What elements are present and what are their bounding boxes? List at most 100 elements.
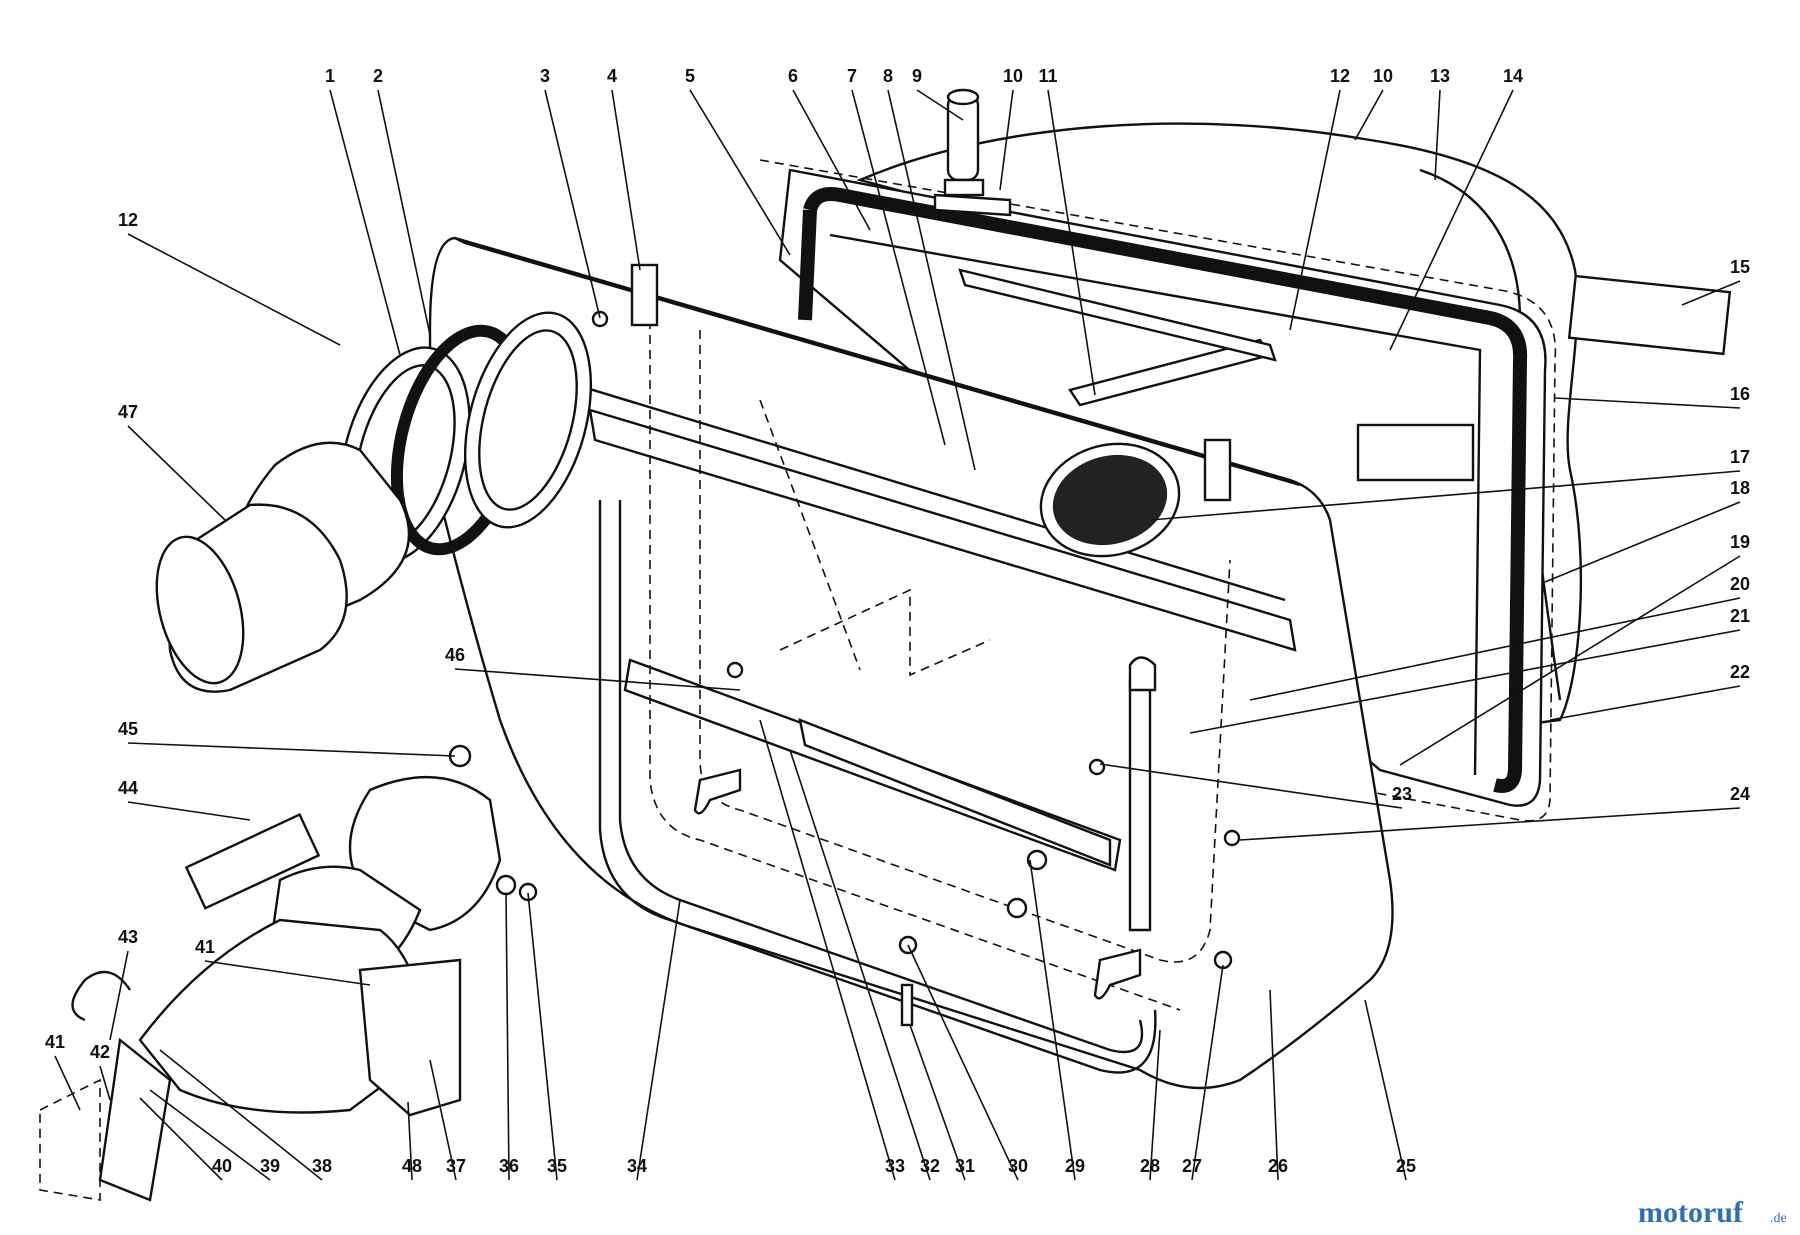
callout-33: 33 xyxy=(885,1156,905,1176)
callout-43: 43 xyxy=(118,927,138,947)
leader-line xyxy=(1681,280,1741,306)
callout-44: 44 xyxy=(118,778,138,798)
callout-3: 3 xyxy=(540,66,550,86)
callout-16: 16 xyxy=(1730,384,1750,404)
leader-line xyxy=(1249,597,1741,701)
leader-line xyxy=(1047,89,1096,396)
callout-8: 8 xyxy=(883,66,893,86)
callout-40: 40 xyxy=(212,1156,232,1176)
callout-22: 22 xyxy=(1730,662,1750,682)
leader-line xyxy=(454,668,741,691)
chute-tube-upper xyxy=(155,441,411,693)
leader-line xyxy=(139,1097,223,1181)
callout-21: 21 xyxy=(1730,606,1750,626)
callout-31: 31 xyxy=(955,1156,975,1176)
callout-39: 39 xyxy=(260,1156,280,1176)
leader-line xyxy=(1289,89,1341,331)
callout-7: 7 xyxy=(847,66,857,86)
leader-line xyxy=(1099,763,1403,809)
callout-28: 28 xyxy=(1140,1156,1160,1176)
callout-26: 26 xyxy=(1268,1156,1288,1176)
leader-line xyxy=(127,425,226,521)
leader-line xyxy=(127,742,456,757)
decal-strip xyxy=(184,812,321,910)
leader-line xyxy=(689,89,791,256)
callout-10: 10 xyxy=(1373,66,1393,86)
callout-11: 11 xyxy=(1038,66,1057,86)
decal-15 xyxy=(1567,274,1732,356)
leader-line xyxy=(1149,1029,1161,1181)
callout-18: 18 xyxy=(1730,478,1750,498)
leader-line xyxy=(1549,685,1741,721)
leader-line xyxy=(792,89,871,231)
leader-line xyxy=(149,1089,271,1181)
leader-line xyxy=(636,899,681,1181)
callout-19: 19 xyxy=(1730,532,1750,552)
callout-27: 27 xyxy=(1182,1156,1202,1176)
leader-line xyxy=(1544,501,1741,583)
leader-line xyxy=(1189,629,1741,734)
callout-38: 38 xyxy=(312,1156,332,1176)
leader-line xyxy=(1191,964,1224,1181)
callout-5: 5 xyxy=(685,66,695,86)
leader-line xyxy=(159,1049,323,1181)
leader-line xyxy=(329,89,401,356)
handle-grip xyxy=(933,88,1012,217)
callout-13: 13 xyxy=(1430,66,1450,86)
leader-line xyxy=(916,89,964,121)
callout-10: 10 xyxy=(1003,66,1023,86)
latch-bracket-left xyxy=(630,263,659,327)
leader-line xyxy=(1269,989,1279,1181)
leader-line xyxy=(429,1059,457,1181)
callout-32: 32 xyxy=(920,1156,940,1176)
callout-15: 15 xyxy=(1730,257,1750,277)
callout-35: 35 xyxy=(547,1156,567,1176)
callout-36: 36 xyxy=(499,1156,519,1176)
callout-9: 9 xyxy=(912,66,922,86)
callout-12: 12 xyxy=(118,210,138,230)
callout-6: 6 xyxy=(788,66,798,86)
leader-line xyxy=(909,1024,966,1181)
watermark-brand: motoruf xyxy=(1638,1196,1744,1229)
leader-line xyxy=(1149,470,1741,521)
leader-line xyxy=(54,1055,81,1111)
leader-line xyxy=(759,719,896,1181)
callout-24: 24 xyxy=(1730,784,1750,804)
callout-45: 45 xyxy=(118,719,138,739)
callout-4: 4 xyxy=(607,66,617,86)
callout-17: 17 xyxy=(1730,447,1750,467)
leader-line xyxy=(999,89,1014,191)
latch-bracket-right xyxy=(1203,438,1232,502)
leader-line xyxy=(1239,807,1741,841)
callout-42: 42 xyxy=(90,1042,110,1062)
leader-line xyxy=(1029,859,1076,1181)
leader-line xyxy=(127,801,251,821)
leader-line xyxy=(544,89,601,319)
callout-30: 30 xyxy=(1008,1156,1028,1176)
leader-line xyxy=(127,233,341,346)
callout-23: 23 xyxy=(1392,784,1412,804)
callout-14: 14 xyxy=(1503,66,1523,86)
leader-line xyxy=(1364,999,1407,1181)
callout-2: 2 xyxy=(373,66,383,86)
leader-line xyxy=(99,1065,111,1101)
callout-12: 12 xyxy=(1330,66,1350,86)
chute-lower xyxy=(39,775,502,1202)
watermark-suffix: .de xyxy=(1770,1211,1787,1226)
callout-46: 46 xyxy=(445,645,465,665)
leader-line xyxy=(887,89,976,471)
leader-line xyxy=(789,749,931,1181)
leader-line xyxy=(1554,397,1741,409)
callout-48: 48 xyxy=(402,1156,422,1176)
leader-line xyxy=(527,892,558,1181)
leader-line xyxy=(505,892,510,1181)
callout-34: 34 xyxy=(627,1156,647,1176)
callout-41: 41 xyxy=(195,937,215,957)
callout-1: 1 xyxy=(325,66,335,86)
leader-line xyxy=(1389,89,1514,351)
callout-41: 41 xyxy=(45,1032,65,1052)
brand-watermark: motoruf .de xyxy=(1638,1196,1787,1229)
leader-line xyxy=(611,89,641,271)
upper-support-bar xyxy=(958,268,1277,558)
